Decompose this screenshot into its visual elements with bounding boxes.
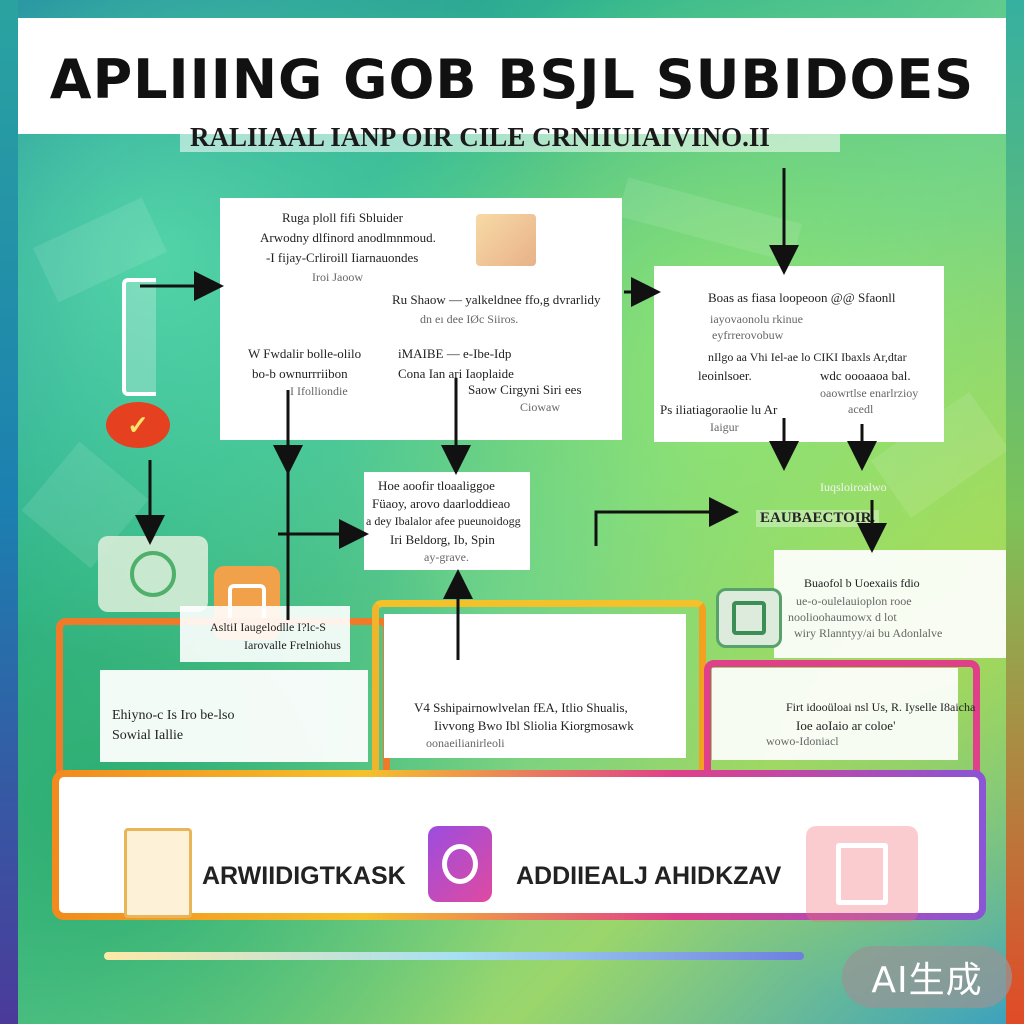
- process-box-right-mid: Buaofol b Uoexaiis fdio ue-o-oulelauiopl…: [774, 550, 1006, 658]
- box-text: Iaigur: [710, 420, 739, 434]
- side-label-faint: Iuqsloiroalwo: [820, 480, 887, 494]
- box-text: acedl: [848, 402, 874, 416]
- box-text: oonaeilianirleoli: [426, 736, 505, 750]
- box-text: ue-o-oulelauioplon rooe: [796, 594, 912, 608]
- box-text: Ru Shaow — yalkeldnee ffo,g dvrarlidy: [392, 292, 601, 307]
- process-box-top-right: Boas as fiasa loopeoon @@ Sfaonll iayova…: [654, 266, 944, 442]
- app-tile-icon: [98, 536, 208, 612]
- app-tile-icon: [716, 588, 782, 648]
- box-text: wowo-Idoniacl: [766, 734, 839, 748]
- process-box-bottom-right: Firt idooüloai nsl Us, R. Iyselle I8aich…: [712, 668, 975, 760]
- box-text: wdc oooaaoa bal.: [820, 368, 911, 383]
- box-text: a dey Ibalalor afee pueunoidogg: [366, 514, 521, 528]
- title-banner: APLIIING GOB BSJL SUBIDOES: [18, 18, 1006, 134]
- box-text: Sowial Iallie: [112, 728, 184, 743]
- subtitle-strip: [180, 134, 840, 152]
- box-text: AsltiI Iaugelodlle I?lc-S: [210, 620, 326, 634]
- box-text: Iarovalle Frelniohus: [244, 638, 341, 652]
- right-gradient-edge: [1006, 0, 1024, 1024]
- process-box-center: Hoe aoofir tloaaliggoe Füaoy, arovo daar…: [364, 472, 530, 570]
- bottom-banner-border: [52, 770, 986, 920]
- box-text: Boas as fiasa loopeoon @@ Sfaonll: [708, 290, 896, 305]
- box-text: ay-grave.: [424, 550, 469, 564]
- check-badge-icon: ✓: [106, 402, 170, 448]
- box-text: V4 Sshipairnowlvelan fEA, Itlio Shualis,: [414, 700, 628, 715]
- box-text: Arwodny dlfinord anodlmnmoud.: [260, 230, 436, 245]
- box-text: Ruga ploll fifi Sbluider: [282, 210, 403, 225]
- page-title: APLIIING GOB BSJL SUBIDOES: [49, 48, 975, 111]
- bottom-banner-underline: [104, 952, 804, 960]
- instagram-like-icon: [428, 826, 492, 902]
- box-text: iayovaonolu rkinue: [710, 312, 803, 326]
- box-text: nIlgo aa Vhi Iel-ae lo CIKI Ibaxls Ar,dt…: [708, 350, 907, 364]
- box-text: Füaoy, arovo daarloddieao: [372, 496, 511, 511]
- box-text: wiry Rlanntyy/ai bu Adonlalve: [794, 626, 943, 640]
- box-text: I Ifolliondie: [290, 384, 348, 398]
- box-text: Saow Cirgyni Siri ees: [468, 382, 582, 397]
- box-text: oaowrtlse enarlrzioy: [820, 386, 919, 400]
- box-text: Hoe aoofir tloaaliggoe: [378, 478, 495, 493]
- process-box-top-left: Ruga ploll fifi Sbluider Arwodny dlfinor…: [220, 198, 622, 440]
- box-text: Ps iliatiagoraolie lu Ar: [660, 402, 778, 417]
- box-text: Iri Beldorg, Ib, Spin: [390, 532, 495, 547]
- box-text: dn eı dee IØc Siiros.: [420, 312, 519, 326]
- box-text: Ehiyno-c Is Iro be-lso: [112, 708, 235, 723]
- box-text: iMAIBE — e-Ibe-Idp: [398, 346, 512, 361]
- process-box-bottom-center: V4 Sshipairnowlvelan fEA, Itlio Shualis,…: [384, 614, 686, 758]
- box-text: Ciowaw: [520, 400, 560, 414]
- box-text: Iroi Jaoow: [312, 270, 363, 284]
- left-gradient-edge: [0, 0, 18, 1024]
- illustration-icon: [476, 214, 536, 266]
- box-text: Ioe aoIaio ar coloe': [796, 718, 896, 733]
- box-text: Firt idooüloai nsl Us, R. Iyselle I8aich…: [786, 700, 976, 714]
- box-text: noolioohaumowx d lot: [788, 610, 897, 624]
- box-text: -I fijay-Crliroill Iiarnauondes: [266, 250, 419, 265]
- box-text: leoinlsoer.: [698, 368, 752, 383]
- bottom-label-left: ARWIIDIGTKASK: [202, 862, 406, 890]
- process-box-bottom-left: Ehiyno-c Is Iro be-lso Sowial Iallie: [100, 670, 368, 762]
- box-text: Cona Ian ari Iaoplaide: [398, 366, 514, 381]
- process-box-left-small: AsltiI Iaugelodlle I?lc-S Iarovalle Frel…: [180, 606, 350, 662]
- bracket-shape: [122, 278, 156, 396]
- page-subtitle: RALIIAAL IANP OIR CILE CRNIIUIAIVINO.II: [190, 122, 770, 152]
- bottom-label-right: ADDIIEALJ AHIDKZAV: [516, 862, 782, 890]
- document-icon: [806, 826, 918, 922]
- box-text: eyfrrerovobuw: [712, 328, 784, 342]
- box-text: Buaofol b Uoexaiis fdio: [804, 576, 920, 590]
- document-icon: [124, 828, 192, 918]
- box-text: bo-b ownurrriibon: [252, 366, 348, 381]
- box-text: W Fwdalir bolle-olilo: [248, 346, 362, 361]
- ai-generated-watermark: AI生成: [842, 946, 1012, 1008]
- box-text: Iivvong Bwo Ibl Sliolia Kiorgmosawk: [434, 718, 634, 733]
- side-label: EAUBAECTOIR.: [756, 510, 880, 527]
